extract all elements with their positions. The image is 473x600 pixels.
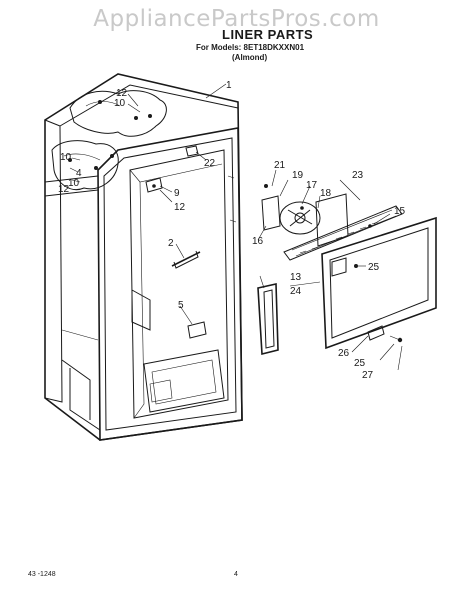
diagram-title: LINER PARTS: [222, 27, 314, 42]
callout-25-lower: 25: [354, 358, 366, 369]
liner-shell: [44, 73, 243, 441]
callout-2: 2: [168, 238, 174, 249]
callout-17: 17: [306, 180, 318, 191]
callout-12-top: 12: [116, 88, 128, 99]
callout-15: 15: [394, 206, 406, 217]
callout-1: 1: [226, 80, 232, 91]
callout-26: 26: [338, 348, 350, 359]
variant-line: (Almond): [232, 53, 268, 62]
footer-page-number: 4: [234, 571, 238, 578]
callout-13: 13: [290, 272, 302, 283]
callout-21: 21: [274, 160, 286, 171]
evaporator-cover-assembly: [257, 184, 437, 356]
callout-25-upper: 25: [368, 262, 380, 273]
footer-part-code: 43 -1248: [28, 571, 56, 578]
callout-16: 16: [252, 236, 264, 247]
callout-4: 4: [76, 168, 82, 179]
watermark-text: AppliancePartsPros.com: [93, 6, 380, 32]
callout-18: 18: [320, 188, 332, 199]
callout-23: 23: [352, 170, 364, 181]
callout-12-left: 12: [58, 184, 70, 195]
callout-19: 19: [292, 170, 304, 181]
top-insulation-pieces: [51, 90, 167, 190]
callout-10-left: 10: [60, 152, 72, 163]
callout-5: 5: [178, 300, 184, 311]
callout-10-top: 10: [114, 98, 126, 109]
callout-12-mid: 12: [174, 202, 186, 213]
leader-lines: [69, 83, 403, 371]
callout-10-lower: 10: [68, 178, 80, 189]
callout-24: 24: [290, 286, 302, 297]
callout-numbers: 1 12 10 10 4 10 12 22 9 12 2 5 21 19 17 …: [58, 80, 406, 381]
callout-22: 22: [204, 158, 216, 169]
callout-27: 27: [362, 370, 374, 381]
interior-parts: [145, 145, 207, 339]
models-line: For Models: 8ET18DKXXN01: [196, 43, 305, 52]
callout-9: 9: [174, 188, 180, 199]
